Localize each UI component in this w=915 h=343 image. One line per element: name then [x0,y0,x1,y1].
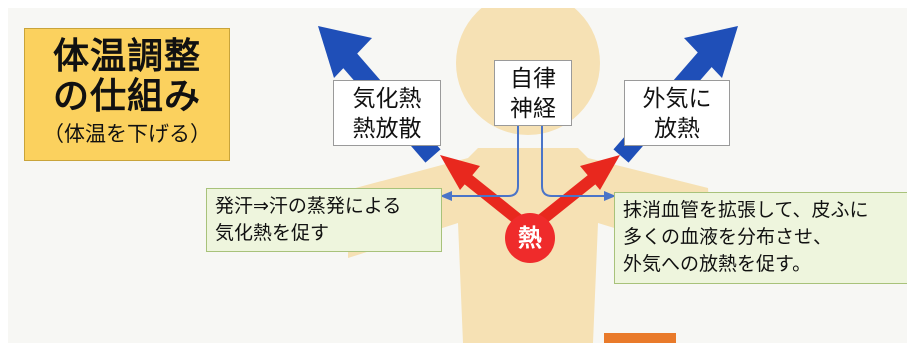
title-line-2: の仕組み [52,76,201,117]
note-vasodilation: 抹消血管を拡張して、皮ふに 多くの血液を分布させ、 外気への放熱を促す。 [614,192,907,284]
label-heat-release: 外気に 放熱 [624,80,730,146]
label-autonomic-nerve-line-1: 自律 [510,66,556,92]
label-autonomic-nerve-line-2: 神経 [510,96,556,122]
label-heat-release-line-2: 放熱 [654,116,700,142]
nerve-lines [448,122,608,197]
note-sweating: 発汗⇒汗の蒸発による 気化熱を促す [206,188,442,252]
nerve-arrowhead-right [604,191,616,201]
label-evaporation-line-2: 熱放散 [352,116,422,142]
title-subtitle: （体温を下げる） [43,122,211,146]
label-heat-release-line-1: 外気に [642,86,712,112]
orange-block [604,333,676,343]
note-sweating-line-1: 発汗⇒汗の蒸発による [215,195,402,217]
title-box: 体温調整 の仕組み （体温を下げる） [24,28,230,161]
note-vasodilation-line-1: 抹消血管を拡張して、皮ふに [623,199,869,221]
title-line-1: 体温調整 [52,36,201,77]
body-silhouette [348,8,713,343]
diagram-canvas: 体温調整 の仕組み （体温を下げる） 気化熱 熱放散 自律 神経 外気に 放熱 … [8,8,907,343]
note-sweating-line-2: 気化熱を促す [215,222,330,244]
label-evaporation-line-1: 気化熱 [352,86,422,112]
note-vasodilation-line-2: 多くの血液を分布させ、 [623,226,833,248]
nerve-arrowhead-left [440,191,452,201]
note-vasodilation-line-3: 外気への放熱を促す。 [623,253,812,275]
label-evaporation: 気化熱 熱放散 [333,80,441,146]
heat-badge: 熱 [505,213,555,263]
label-autonomic-nerve: 自律 神経 [494,60,572,126]
